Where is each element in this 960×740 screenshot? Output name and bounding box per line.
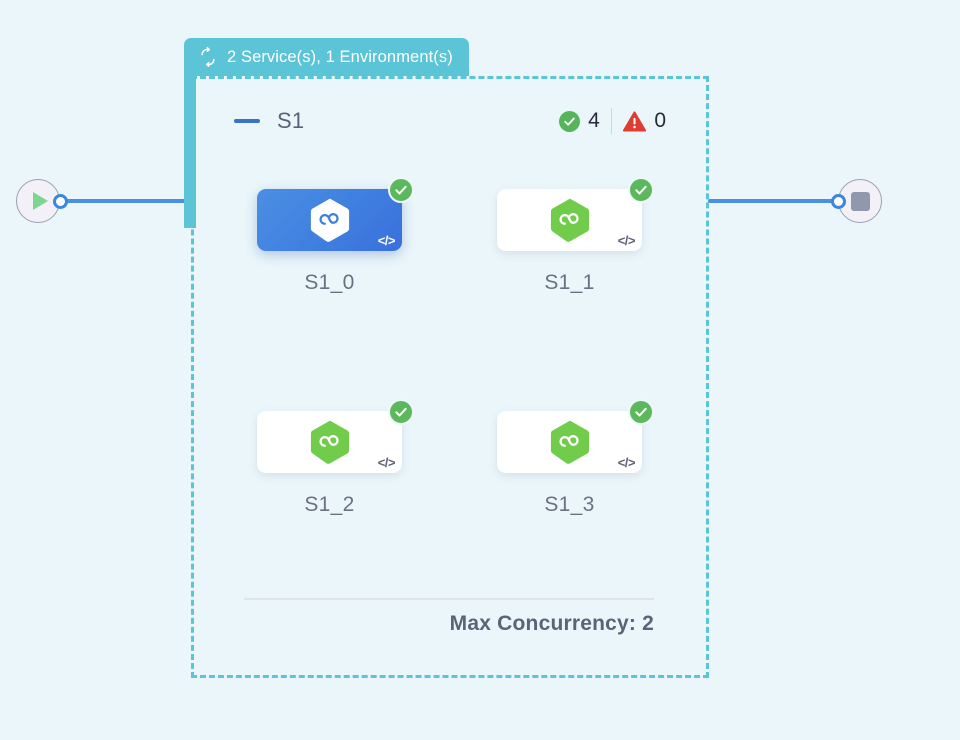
group-tab-label: 2 Service(s), 1 Environment(s): [227, 47, 453, 66]
stat-warning: 0: [623, 109, 666, 133]
max-concurrency-label: Max Concurrency: 2: [449, 612, 654, 635]
stat-success-value: 4: [588, 109, 600, 132]
service-node-card[interactable]: </>: [257, 399, 414, 473]
service-node-s1-1[interactable]: </> S1_1: [497, 177, 654, 295]
service-node-card[interactable]: </>: [257, 177, 414, 251]
check-circle-icon: [628, 399, 654, 425]
edge-group-to-end: [708, 199, 840, 203]
service-node-s1-2[interactable]: </> S1_2: [257, 399, 414, 517]
stop-icon: [850, 191, 870, 211]
group-container: [191, 76, 709, 678]
check-circle-icon: [388, 177, 414, 203]
code-icon: </>: [617, 233, 636, 248]
service-node-s1-0[interactable]: </> S1_0: [257, 177, 414, 295]
check-circle-icon: [628, 177, 654, 203]
service-node-label: S1_2: [304, 493, 355, 516]
group-footer-divider: [244, 598, 654, 600]
code-icon: </>: [377, 233, 396, 248]
service-node-label: S1_1: [544, 271, 595, 294]
code-icon: </>: [617, 455, 636, 470]
hexagon-infinity-icon: [309, 419, 351, 465]
edge-start-to-group: [60, 199, 190, 203]
service-node-label: S1_0: [304, 271, 355, 294]
stat-warning-value: 0: [654, 109, 666, 132]
end-node-input-port[interactable]: [831, 194, 846, 209]
group-header-row: S1 4 0: [234, 104, 666, 138]
start-node[interactable]: [16, 179, 60, 223]
service-node-card[interactable]: </>: [497, 177, 654, 251]
check-circle-icon: [559, 110, 581, 132]
stat-divider: [610, 108, 613, 134]
hexagon-infinity-icon: [309, 197, 351, 243]
group-title: S1: [277, 108, 305, 133]
hexagon-infinity-icon: [549, 197, 591, 243]
loop-repeat-icon: [198, 47, 218, 67]
code-icon: </>: [377, 455, 396, 470]
service-node-card[interactable]: </>: [497, 399, 654, 473]
stat-success: 4: [559, 109, 600, 133]
check-circle-icon: [388, 399, 414, 425]
group-accent-strip: [184, 74, 196, 228]
start-node-output-port[interactable]: [53, 194, 68, 209]
play-icon: [32, 192, 48, 210]
warning-triangle-icon: [623, 110, 647, 132]
hexagon-infinity-icon: [549, 419, 591, 465]
service-node-s1-3[interactable]: </> S1_3: [497, 399, 654, 517]
service-node-label: S1_3: [544, 493, 595, 516]
group-stats: 4 0: [559, 108, 666, 134]
group-tab-header[interactable]: 2 Service(s), 1 Environment(s): [184, 38, 469, 76]
minus-icon[interactable]: [234, 119, 260, 123]
